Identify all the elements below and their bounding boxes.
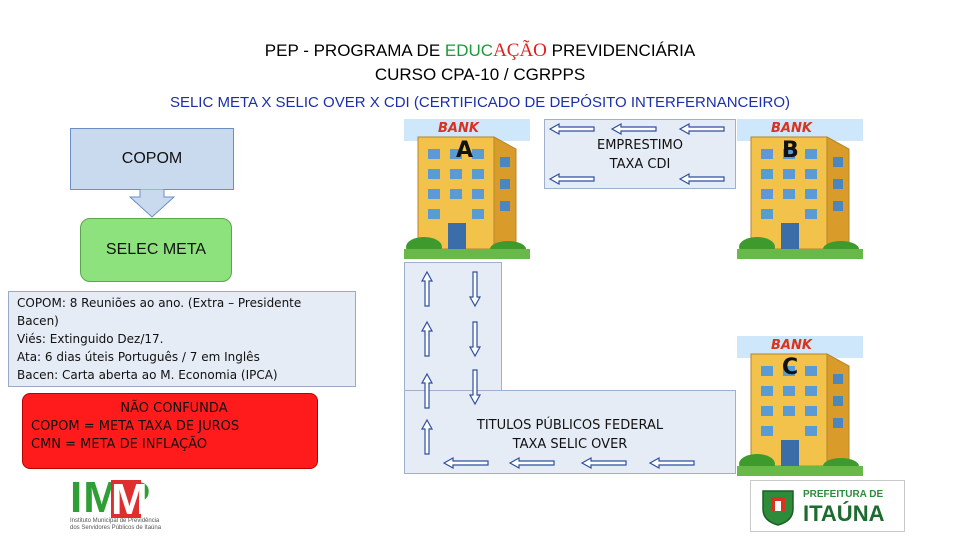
selic-flow-box	[404, 390, 736, 474]
info-line: Bacen: Carta aberta ao M. Economia (IPCA…	[17, 368, 278, 382]
page-title-line-1: PEP - PROGRAMA DE EDUCAÇÃO PREVIDENCIÁRI…	[0, 40, 960, 62]
itauna-small-text: PREFEITURA DE	[803, 489, 884, 500]
copom-info-box: COPOM: 8 Reuniões ao ano. (Extra – Presi…	[8, 291, 356, 387]
title-prefix: PEP - PROGRAMA DE	[264, 41, 445, 60]
info-line: Ata: 6 dias úteis Português / 7 em Inglê…	[17, 350, 260, 364]
bank-b-building-icon	[736, 118, 864, 260]
bank-c-building-icon	[736, 335, 864, 477]
imp-caption-2: dos Servidores Públicos de Itaúna	[70, 525, 162, 531]
title-green-part: EDUC	[444, 41, 494, 60]
down-arrow-icon	[128, 189, 176, 218]
selec-meta-box: SELEC META	[80, 218, 232, 282]
page-title-line-2: CURSO CPA-10 / CGRPPS	[374, 65, 586, 84]
selic-label: TITULOS PÚBLICOS FEDERAL TAXA SELIC OVER	[450, 416, 690, 454]
cdi-line-1: EMPRESTIMO	[597, 138, 683, 153]
bank-b-label: B	[782, 138, 799, 163]
itauna-big-text: ITAÚNA	[803, 501, 885, 526]
warning-box: NÃO CONFUNDA COPOM = META TAXA DE JUROS …	[22, 393, 318, 469]
itauna-coat-of-arms-icon	[762, 490, 794, 526]
page-subtitle: SELIC META X SELIC OVER X CDI (CERTIFICA…	[169, 94, 791, 111]
warning-line: COPOM = META TAXA DE JUROS	[31, 419, 240, 434]
itauna-logo: PREFEITURA DE ITAÚNA	[750, 480, 905, 532]
bank-sign-a: BANK	[438, 121, 479, 136]
bank-sign-b: BANK	[771, 121, 812, 136]
bank-c-label: C	[782, 355, 799, 380]
imp-caption-1: Instituto Municipal de Previdência	[70, 518, 160, 524]
warning-title: NÃO CONFUNDA	[120, 401, 228, 416]
title-suffix: PREVIDENCIÁRIA	[546, 41, 696, 60]
selic-line-2: TAXA SELIC OVER	[512, 437, 628, 452]
imp-logo-red-mark	[111, 480, 141, 518]
warning-line: CMN = META DE INFLAÇÃO	[31, 437, 208, 452]
imp-logo-m-letter: M	[111, 475, 148, 524]
info-line: COPOM: 8 Reuniões ao ano. (Extra – Presi…	[17, 296, 302, 310]
info-line: Viés: Extinguido Dez/17.	[17, 332, 164, 346]
cdi-line-2: TAXA CDI	[609, 157, 671, 172]
bank-a-label: A	[456, 138, 474, 163]
selic-line-1: TITULOS PÚBLICOS FEDERAL	[476, 418, 664, 433]
title-red-part: AÇÃO	[493, 40, 547, 61]
info-line: Bacen)	[17, 314, 59, 328]
bank-sign-c: BANK	[771, 338, 812, 353]
cdi-label: EMPRESTIMO TAXA CDI	[544, 136, 736, 174]
